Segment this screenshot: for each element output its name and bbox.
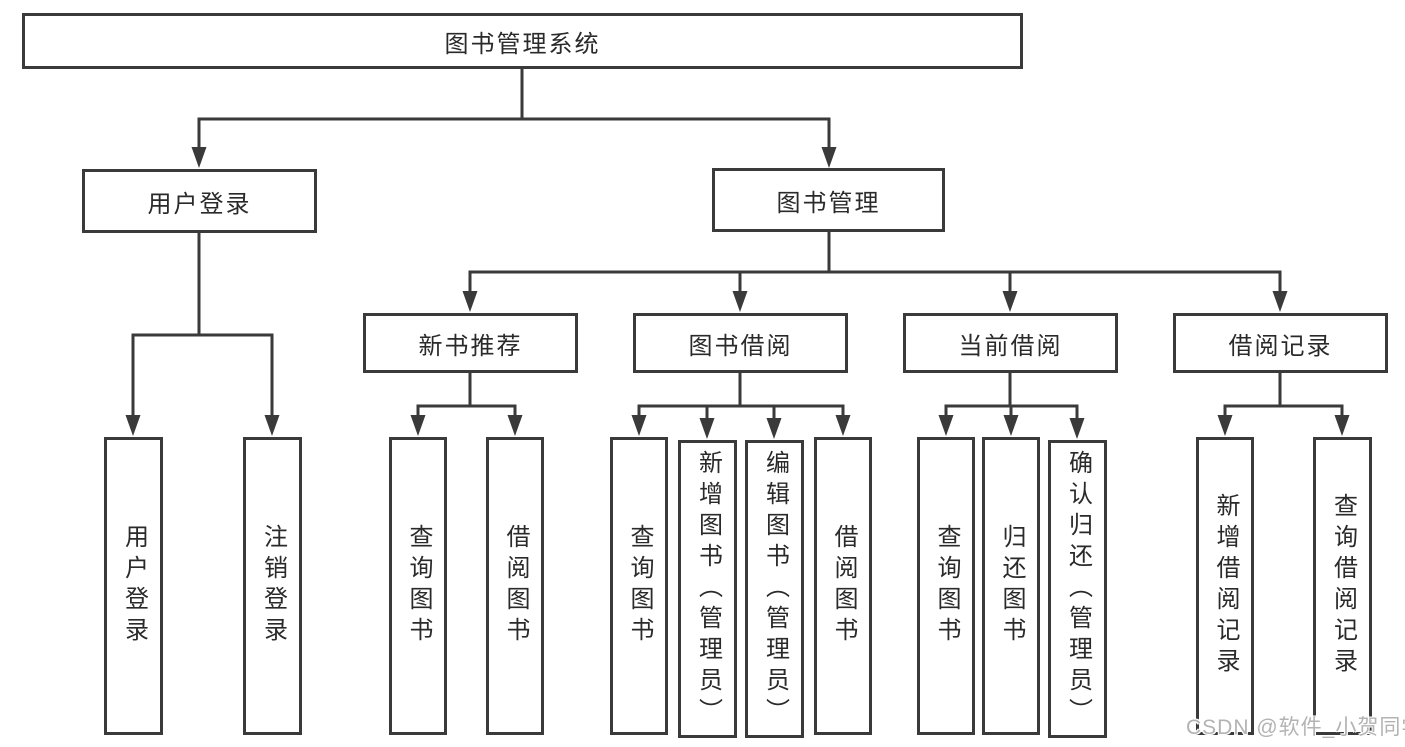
node-book-borrowing: 图书借阅 [633,313,848,373]
leaf-label: 借阅图书 [830,524,857,648]
arrowhead-icon [699,418,715,439]
leaf-user-login: 用户登录 [104,437,163,735]
leaf-return-book: 归还图书 [982,437,1040,735]
arrowhead-icon [507,415,523,436]
node-new-book-recommend: 新书推荐 [363,313,578,373]
arrowhead-icon [821,147,837,168]
leaf-label: 用户登录 [120,524,148,648]
leaf-query-books-borrowing: 查询图书 [610,437,668,735]
leaf-edit-book-admin: 编辑图书（管理员） [745,440,804,738]
arrowhead-icon [1069,418,1085,439]
node-book-management: 图书管理 [712,168,945,232]
leaf-label: 注销登录 [259,524,287,648]
csdn-watermark: CSDN @软件_小贺同学 [1186,716,1405,739]
node-label: 用户登录 [147,190,252,218]
node-user-login: 用户登录 [82,169,317,233]
edge-user-login-to-leaves [125,233,280,436]
node-label: 借阅记录 [1228,332,1333,360]
arrowhead-icon [766,418,782,439]
arrowhead-icon [264,415,280,436]
node-label: 新书推荐 [418,332,523,360]
node-root-library-system: 图书管理系统 [22,13,1023,69]
leaf-query-books-current: 查询图书 [917,437,975,735]
leaf-borrow-books-borrowing: 借阅图书 [814,437,872,735]
leaf-logout: 注销登录 [243,437,302,735]
edge-current-borrow-to-leaves [938,373,1085,439]
edge-root-to-level2 [191,69,837,168]
node-label: 图书管理 [776,189,881,217]
node-label: 当前借阅 [958,332,1063,360]
arrowhead-icon [1272,291,1288,312]
leaf-add-borrow-record: 新增借阅记录 [1196,437,1254,735]
arrowhead-icon [1217,415,1233,436]
arrowhead-icon [1334,415,1350,436]
node-borrowing-records: 借阅记录 [1173,313,1388,373]
arrowhead-icon [835,415,851,436]
leaf-label: 确认归还（管理员） [1064,449,1092,729]
leaf-label: 查询图书 [933,524,960,648]
leaf-label: 查询图书 [405,524,432,648]
leaf-label: 编辑图书（管理员） [761,449,789,729]
arrowhead-icon [631,415,647,436]
arrowhead-icon [125,415,141,436]
leaf-add-book-admin: 新增图书（管理员） [678,440,737,738]
edge-new-book-rec-to-leaves [410,373,523,436]
leaf-label: 查询图书 [626,524,653,648]
leaf-label: 查询借阅记录 [1329,493,1357,679]
edge-borrow-record-to-leaves [1217,373,1350,436]
arrowhead-icon [462,291,478,312]
leaf-confirm-return-admin: 确认归还（管理员） [1048,440,1107,738]
leaf-label: 新增借阅记录 [1212,493,1239,679]
leaf-borrow-books-recommend: 借阅图书 [486,437,544,735]
leaf-query-borrow-record: 查询借阅记录 [1313,437,1372,735]
arrowhead-icon [410,415,426,436]
arrowhead-icon [191,147,207,168]
leaf-label: 归还图书 [998,524,1025,648]
node-label: 图书借阅 [688,332,793,360]
leaf-label: 新增图书（管理员） [694,449,722,729]
node-current-borrowing: 当前借阅 [903,313,1118,373]
edge-book-borrow-to-leaves [631,373,851,439]
leaf-label: 借阅图书 [502,524,529,648]
arrowhead-icon [938,415,954,436]
arrowhead-icon [732,291,748,312]
edge-book-mgmt-to-level3 [462,232,1288,312]
arrowhead-icon [1003,415,1019,436]
node-label: 图书管理系统 [444,30,601,58]
leaf-query-books-recommend: 查询图书 [389,437,447,735]
arrowhead-icon [1002,291,1018,312]
